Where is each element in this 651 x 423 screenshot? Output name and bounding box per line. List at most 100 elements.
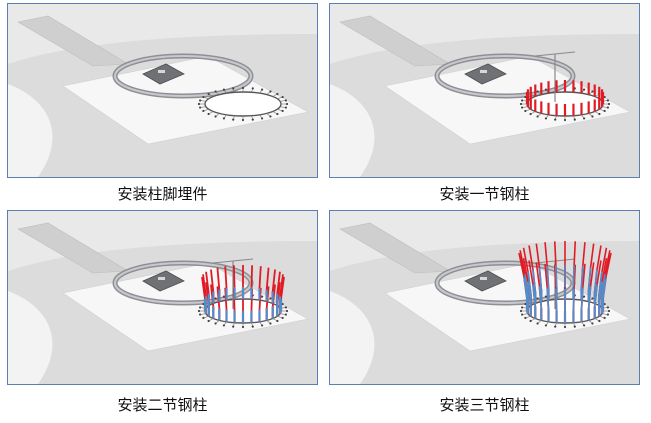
anchor-embed (276, 92, 279, 96)
steel-column-section-3 (596, 245, 602, 270)
steel-column-section-2 (205, 271, 210, 294)
steel-column-section-2 (250, 265, 254, 288)
anchor-embed (222, 324, 226, 327)
tower-ring (204, 91, 282, 117)
steel-column-section-3 (522, 258, 529, 283)
steel-column-installed (593, 269, 598, 292)
anchor-embed (536, 297, 539, 300)
panel-3 (7, 210, 318, 385)
panel-2-render (330, 4, 639, 177)
anchor-embed (276, 319, 279, 323)
anchor-embed (519, 102, 523, 106)
steel-column-section-3 (553, 241, 557, 266)
anchor-embed (554, 325, 557, 328)
anchor-embed (529, 319, 532, 323)
steel-column-section-2 (216, 267, 221, 290)
steel-column-installed (587, 286, 592, 309)
crane-jib (534, 51, 576, 57)
anchor-embed (207, 112, 210, 116)
anchor-embed (591, 297, 594, 300)
anchor-embed (536, 115, 539, 118)
anchor-embed (582, 324, 586, 327)
steel-column-installed (523, 276, 528, 300)
anchor-embed (207, 92, 210, 96)
steel-column-installed (593, 284, 598, 307)
anchor-embed (536, 90, 539, 93)
anchor-embed (544, 88, 548, 91)
anchor-embed (241, 86, 245, 90)
steel-column-section-2 (265, 267, 270, 290)
anchor-embed (544, 324, 548, 327)
steel-column-section-3 (581, 263, 586, 288)
steel-column-section-3 (528, 260, 534, 285)
steel-column-installed (580, 266, 584, 289)
steel-column-installed (524, 274, 529, 297)
steel-column-section-3 (544, 263, 549, 288)
caption-2: 安装一节钢柱 (439, 185, 530, 203)
steel-column-installed (546, 266, 550, 289)
anchor-embed (202, 316, 205, 320)
steel-column-section-3 (518, 252, 525, 278)
anchor-embed (260, 324, 264, 327)
anchor-embed (573, 118, 576, 121)
grass-area (8, 291, 53, 384)
core-block (464, 63, 507, 85)
anchor-embed (544, 117, 548, 120)
anchor-embed (591, 90, 594, 93)
anchor-embed (251, 325, 254, 328)
panel-1-render (8, 4, 317, 177)
steel-column-section-2 (258, 266, 262, 289)
anchor-embed (536, 322, 539, 325)
anchor-embed (598, 112, 601, 116)
steel-column-installed (580, 287, 584, 310)
anchor-embed (544, 295, 548, 298)
caption-3: 安装二节钢柱 (117, 396, 208, 414)
anchor-embed (260, 88, 264, 91)
anchor-embed (269, 322, 272, 325)
core-block (142, 63, 185, 85)
core-label-plate (158, 277, 165, 280)
foundation-slab (62, 262, 309, 352)
anchor-embed (251, 118, 254, 121)
anchor-embed (222, 117, 226, 120)
anchor-embed (199, 99, 202, 102)
anchor-embed (607, 309, 611, 313)
anchor-embed (269, 297, 272, 300)
anchor-embed (591, 115, 594, 118)
steel-column-section-2 (201, 276, 206, 300)
anchor-embed (232, 118, 235, 121)
anchor-embed (199, 306, 202, 309)
anchor-embed (284, 313, 287, 316)
foundation-slab (62, 55, 309, 145)
steel-column-installed (572, 265, 575, 288)
foundation-slab (384, 55, 631, 145)
grass-area (8, 84, 53, 177)
anchor-embed (607, 102, 611, 106)
anchor-embed (563, 325, 567, 329)
anchor-embed (521, 99, 524, 102)
steel-column-section-2 (276, 271, 281, 294)
loop-ramp-inner (114, 55, 252, 97)
anchor-embed (214, 90, 217, 93)
caption-4: 安装三节钢柱 (439, 396, 530, 414)
anchor-embed (214, 297, 217, 300)
anchor-embed (281, 95, 284, 99)
anchor-embed (582, 88, 586, 91)
steel-column-installed (555, 265, 558, 288)
steel-column-installed (532, 284, 537, 307)
anchor-embed (603, 316, 606, 320)
anchor-embed (529, 112, 532, 116)
anchor-embed (554, 118, 557, 121)
anchor-embed (598, 319, 601, 323)
grass-area (330, 84, 375, 177)
anchor-embed (582, 295, 586, 298)
steel-column-section-2 (232, 265, 236, 288)
steel-column-installed (601, 274, 606, 297)
anchor-embed (603, 109, 606, 113)
panel-4-render (330, 211, 639, 384)
steel-column-section-3 (601, 258, 608, 283)
steel-column-installed (555, 288, 558, 311)
panel-1 (7, 3, 318, 178)
anchor-embed (591, 322, 594, 325)
anchor-embed (269, 115, 272, 118)
